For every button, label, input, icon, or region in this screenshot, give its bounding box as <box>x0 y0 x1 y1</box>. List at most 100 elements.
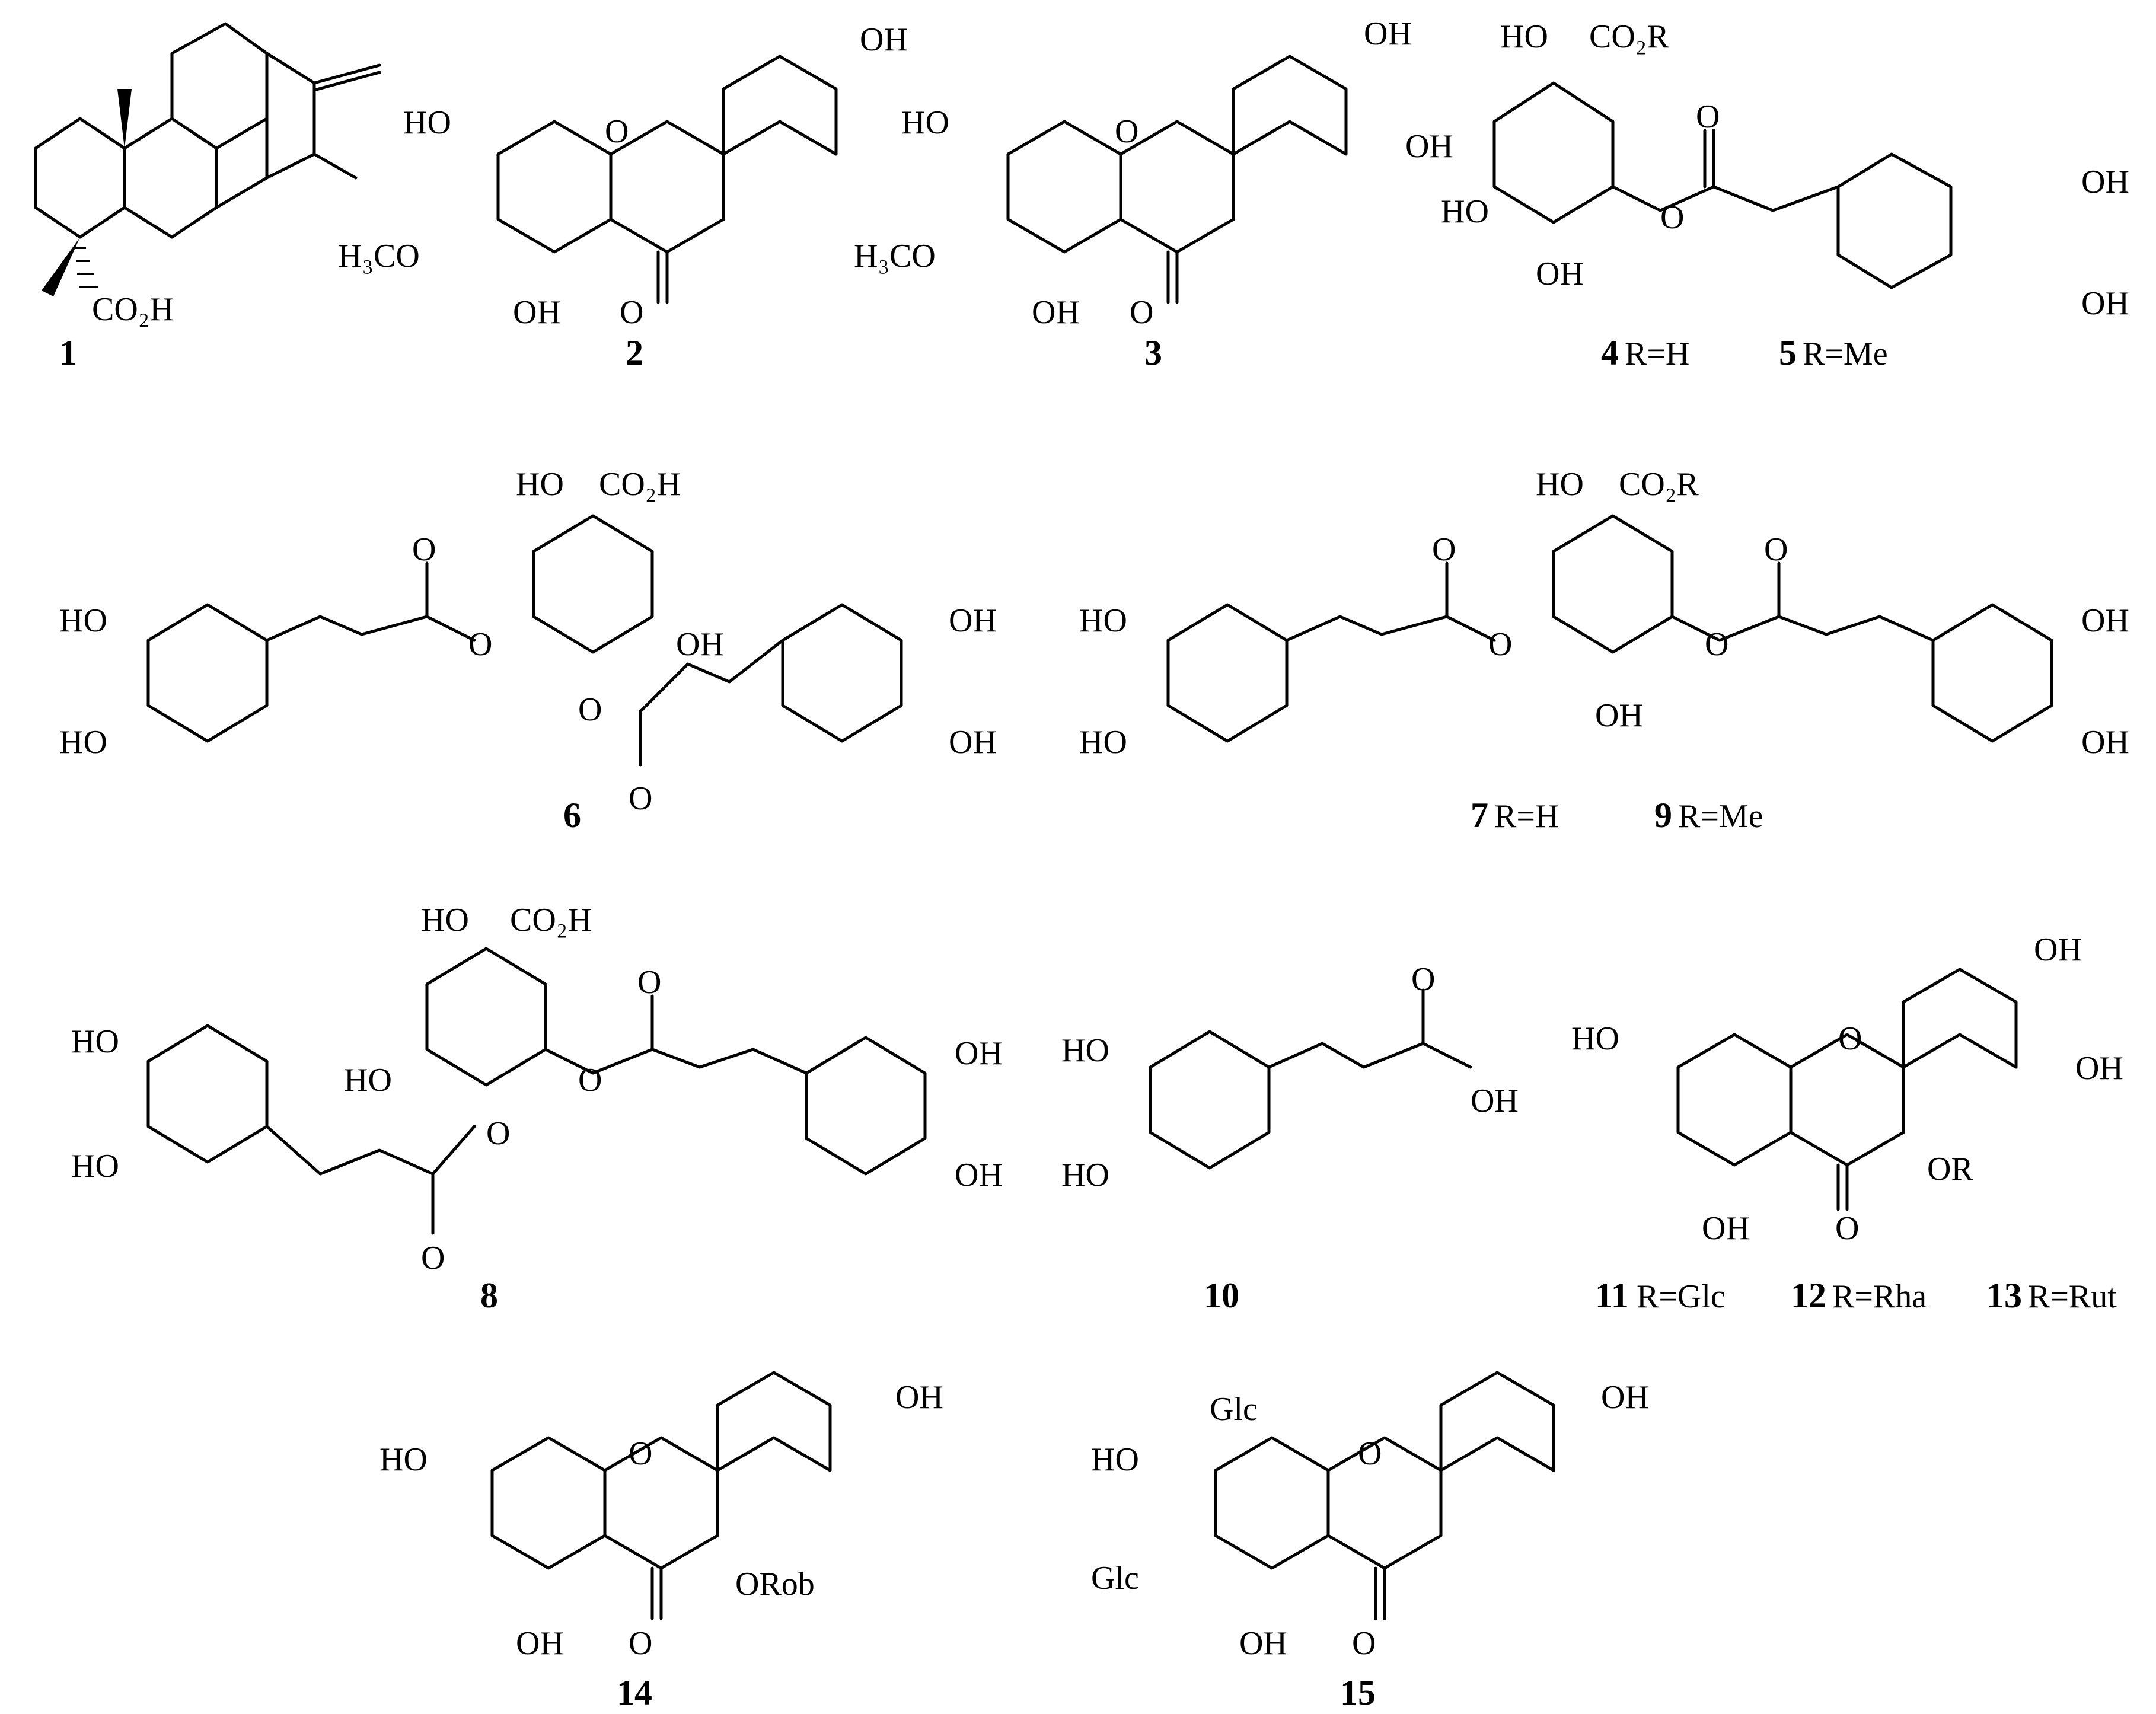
or-label: OR <box>1927 1151 1973 1188</box>
ho-label: HO <box>1536 466 1584 503</box>
r-group-label: R=H <box>1494 798 1559 835</box>
oh-label: OH <box>2034 931 2082 968</box>
r-group-label: R=Rha <box>1832 1278 1927 1315</box>
glc-label: Glc <box>1210 1391 1258 1428</box>
carbonyl-oxygen-label: O <box>1352 1625 1376 1662</box>
compound-id-9: 9 <box>1654 796 1672 835</box>
r-group-label: R=Rut <box>2028 1278 2117 1315</box>
carbonyl-oxygen-label: O <box>620 294 643 331</box>
carbonyl-oxygen-label: O <box>1835 1210 1859 1247</box>
carbonyl-oxygen-label: O <box>1432 531 1456 568</box>
compound-id-13: 13 <box>1986 1276 2022 1315</box>
oh-label: OH <box>2081 724 2129 761</box>
oh-label: OH <box>1595 697 1643 734</box>
ho-label: HO <box>1061 1157 1109 1193</box>
ho-label: HO <box>421 902 469 939</box>
r-group-label: R=H <box>1625 336 1689 372</box>
structure-7-9 <box>1166 514 2053 743</box>
oh-label: OH <box>1471 1083 1519 1119</box>
structure-15 <box>1214 1371 1555 1620</box>
co2r-label: CO₂R <box>1619 466 1699 503</box>
glc-label: Glc <box>1091 1560 1139 1597</box>
ho-label: HO <box>379 1441 428 1478</box>
oh-label: OH <box>1702 1210 1750 1247</box>
ester-oxygen-label: O <box>468 626 492 663</box>
compound-id-4: 4 <box>1601 333 1619 372</box>
carbonyl-oxygen-label: O <box>1696 98 1720 135</box>
ho-label: HO <box>1079 724 1127 761</box>
ho-label: HO <box>1061 1032 1109 1069</box>
ho-label: HO <box>901 104 949 141</box>
oh-label: OH <box>2075 1050 2123 1087</box>
oh-label: OH <box>2081 164 2129 200</box>
carbonyl-oxygen-label: O <box>1764 531 1788 568</box>
ester-oxygen-label: O <box>1660 199 1684 236</box>
compound-id-6: 6 <box>563 796 581 835</box>
ring-oxygen-label: O <box>1358 1435 1382 1472</box>
compound-id-3: 3 <box>1144 333 1162 372</box>
structure-10 <box>1149 988 1472 1170</box>
compound-id-1: 1 <box>59 333 77 372</box>
carbonyl-oxygen-label: O <box>1130 294 1153 331</box>
compound-id-7: 7 <box>1471 796 1488 835</box>
oh-label: OH <box>1032 294 1080 331</box>
co2r-label: CO₂R <box>1589 18 1669 55</box>
oh-label: OH <box>1405 128 1453 165</box>
ho-label: HO <box>1079 602 1127 639</box>
co2h-label: CO₂H <box>599 466 681 503</box>
compound-id-5: 5 <box>1779 333 1797 372</box>
carbonyl-oxygen-label: O <box>629 1625 652 1662</box>
structure-2 <box>496 55 838 304</box>
oh-label: OH <box>513 294 561 331</box>
oh-label: OH <box>2081 602 2129 639</box>
structure-6 <box>146 514 903 767</box>
ring-oxygen-label: O <box>1115 113 1138 150</box>
ester-oxygen-label: O <box>578 1062 602 1099</box>
carbonyl-oxygen-label: O <box>629 780 652 817</box>
ho-label: HO <box>1571 1020 1619 1057</box>
oh-label: OH <box>516 1625 564 1662</box>
carbonyl-oxygen-label: O <box>637 964 661 1001</box>
structure-14 <box>490 1371 832 1620</box>
compound-id-11: 11 <box>1595 1276 1629 1315</box>
ho-label: HO <box>71 1148 119 1185</box>
ho-label: HO <box>59 602 107 639</box>
r-group-label: R=Glc <box>1637 1278 1726 1315</box>
ho-label: HO <box>516 466 564 503</box>
oh-label: OH <box>2081 285 2129 322</box>
compound-id-8: 8 <box>480 1276 498 1315</box>
ester-oxygen-label: O <box>1705 626 1728 663</box>
ho-label: HO <box>1441 193 1489 230</box>
ho-label: HO <box>344 1062 392 1099</box>
ester-oxygen-label: O <box>1488 626 1512 663</box>
oh-label: OH <box>1239 1625 1287 1662</box>
compound-id-14: 14 <box>617 1673 652 1712</box>
ho-label: HO <box>71 1023 119 1060</box>
orob-label: ORob <box>735 1566 815 1603</box>
oh-label: OH <box>895 1379 943 1416</box>
ho-label: HO <box>59 724 107 761</box>
ester-oxygen-label: O <box>486 1115 510 1152</box>
oh-label: OH <box>949 602 997 639</box>
compound-id-2: 2 <box>626 333 643 372</box>
oh-label: OH <box>955 1035 1003 1072</box>
structure-11-13 <box>1676 968 2018 1211</box>
carbonyl-oxygen-label: O <box>1411 961 1435 998</box>
ho-label: HO <box>403 104 451 141</box>
compound-id-15: 15 <box>1340 1673 1376 1712</box>
r-group-label: R=Me <box>1803 336 1888 372</box>
ester-oxygen-label: O <box>578 691 602 728</box>
ring-oxygen-label: O <box>1838 1020 1862 1057</box>
oh-label: OH <box>949 724 997 761</box>
h3co-label: H₃CO <box>854 238 936 275</box>
oh-label: OH <box>860 21 908 58</box>
ho-label: HO <box>1091 1441 1139 1478</box>
oh-label: OH <box>1601 1379 1649 1416</box>
oh-label: OH <box>955 1157 1003 1193</box>
oh-label: OH <box>1536 256 1584 292</box>
ho-label: HO <box>1500 18 1548 55</box>
carbonyl-oxygen-label: O <box>421 1240 445 1276</box>
structure-1 <box>34 22 381 296</box>
oh-label: OH <box>676 626 724 663</box>
